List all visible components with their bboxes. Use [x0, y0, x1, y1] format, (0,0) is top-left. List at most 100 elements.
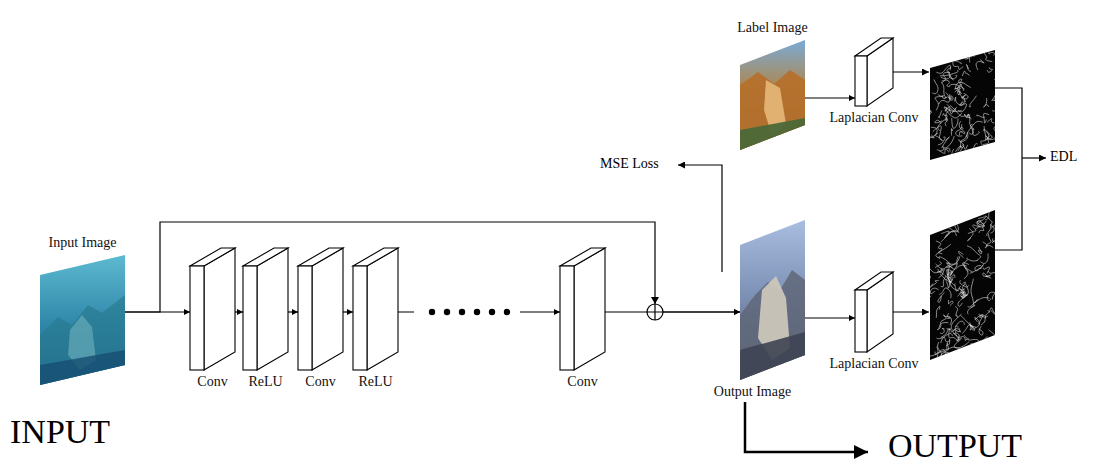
edge-stroke [938, 266, 952, 278]
edge-stroke [989, 330, 1000, 339]
edge-stroke [961, 289, 965, 296]
edge-stroke [989, 308, 995, 315]
arrow-line [893, 311, 929, 312]
edge-stroke [958, 296, 965, 306]
edge-stroke [992, 83, 1005, 101]
edge-stroke [969, 124, 973, 134]
picture [40, 255, 125, 385]
edge-stroke [967, 258, 978, 261]
edge-stroke [936, 225, 943, 230]
layer-block [298, 248, 343, 370]
edge-stroke [984, 149, 994, 153]
edge-stroke [944, 315, 952, 325]
io-label: OUTPUT [888, 428, 1022, 464]
block-side [312, 248, 343, 370]
node-label: Laplacian Conv [829, 110, 918, 126]
edge-stroke [962, 263, 969, 272]
picture-ground [40, 255, 125, 385]
picture-shape [740, 118, 805, 150]
edge-stroke [960, 48, 965, 56]
edge-stroke [993, 52, 998, 58]
edge-stroke [962, 52, 971, 57]
edge-stroke [966, 64, 971, 71]
node-label: ReLU [248, 374, 282, 390]
edge-stroke [959, 251, 964, 257]
drawing-part [489, 309, 495, 315]
edge-stroke [941, 82, 946, 98]
edge-stroke [954, 60, 962, 63]
edge-stroke [951, 128, 953, 135]
drawing-part [474, 309, 480, 315]
edge-stroke [959, 288, 968, 295]
edge-stroke [931, 359, 940, 368]
edge-stroke [955, 82, 970, 89]
edge-stroke [968, 300, 977, 307]
edge-stroke [956, 124, 963, 136]
edge-stroke [978, 314, 983, 325]
edge-stroke [947, 104, 956, 111]
edge-stroke [980, 150, 983, 157]
edge-stroke [932, 79, 938, 93]
io-label: INPUT [10, 414, 110, 450]
data-flow-arrow [343, 311, 353, 312]
edge-stroke [980, 354, 990, 357]
layer-block [353, 248, 398, 370]
edge-stroke [929, 216, 939, 221]
output-image: Output Image [740, 220, 805, 380]
block-front [560, 266, 574, 370]
dots-ground [414, 304, 520, 320]
edge-stroke [931, 49, 939, 53]
layer-block [560, 248, 605, 370]
edge-stroke [921, 130, 934, 138]
edge-stroke [992, 284, 998, 300]
edge-stroke [992, 156, 996, 161]
edge-stroke [987, 340, 992, 347]
block-top [855, 272, 893, 290]
edge-stroke [983, 267, 989, 274]
edge-stroke [952, 118, 958, 128]
edge-stroke [977, 221, 984, 226]
edge-stroke [962, 93, 968, 99]
node-label: Conv [567, 374, 597, 390]
edge-stroke [984, 53, 992, 62]
edge-stroke [986, 223, 999, 235]
edge-stroke [940, 328, 944, 333]
node-label: Output Image [714, 384, 791, 400]
edge-stroke [963, 39, 970, 54]
edge-stroke [979, 159, 982, 164]
label-image: Label Image [740, 40, 805, 150]
edge-stroke [957, 90, 961, 97]
edge-stroke [985, 216, 992, 229]
edge-stroke [938, 292, 945, 302]
edge-stroke [970, 347, 973, 357]
edge-stroke [951, 256, 958, 274]
edge-stroke [938, 110, 941, 117]
edge-stroke [984, 129, 992, 139]
layer-block [855, 272, 893, 352]
node-label: Laplacian Conv [829, 356, 918, 372]
block-top [190, 248, 235, 266]
node-label: Conv [305, 374, 335, 390]
block-side [574, 248, 605, 370]
edge-stroke [955, 307, 957, 317]
edge-stroke [954, 97, 963, 105]
block-front [855, 56, 867, 106]
loss-label: EDL [1050, 150, 1077, 165]
edge-stroke [994, 68, 1007, 80]
relu-layer: ReLU [353, 248, 398, 370]
layer-block [855, 38, 893, 106]
edge-stroke [936, 264, 942, 272]
edge-stroke [938, 221, 948, 232]
edge-stroke [975, 298, 990, 304]
picture-content [740, 220, 805, 380]
edge-stroke [941, 37, 946, 59]
conv-layer: Conv [560, 248, 605, 370]
block-top [243, 248, 288, 266]
edge-stroke [984, 98, 989, 107]
node-label: Input Image [48, 235, 116, 251]
edge-stroke [937, 149, 949, 153]
drawing-part [459, 309, 465, 315]
edge-stroke [992, 238, 997, 243]
edge-stroke [928, 107, 932, 114]
